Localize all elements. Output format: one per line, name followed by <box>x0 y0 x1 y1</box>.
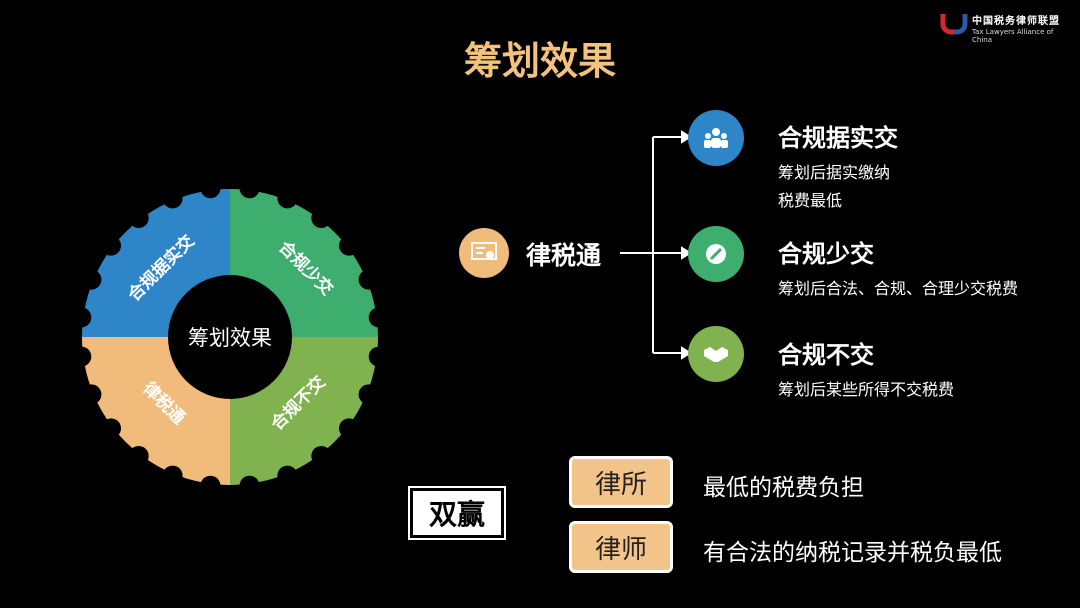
gear-notch <box>358 269 379 290</box>
connector-arrows <box>620 130 692 360</box>
page-title: 筹划效果 <box>463 39 616 83</box>
gear-notch <box>128 207 149 228</box>
option-desc: 筹划后据实缴纳 <box>778 163 891 182</box>
option-desc: 税费最低 <box>778 191 843 210</box>
firm-benefit: 最低的税费负担 <box>703 475 864 501</box>
gear-notch <box>200 178 221 199</box>
option-title: 合规不交 <box>778 341 874 369</box>
gear-center <box>168 275 292 399</box>
lawyer-benefit: 有合法的纳税记录并税负最低 <box>703 540 1002 566</box>
option-desc: 筹划后合法、合规、合理少交税费 <box>778 279 1019 298</box>
gear-notch <box>162 188 183 209</box>
source-label: 律税通 <box>526 241 602 270</box>
gear-notch <box>128 446 149 467</box>
gear-notch <box>100 418 121 439</box>
option-title: 合规少交 <box>778 240 874 268</box>
gear-notch <box>368 346 389 367</box>
tag-firm: 律所 <box>569 456 673 508</box>
gear-notch <box>358 384 379 405</box>
gear-notch <box>81 269 102 290</box>
gear-notch <box>239 178 260 199</box>
gear-notch <box>239 475 260 496</box>
gear-notch <box>277 465 298 486</box>
gear-notch <box>100 235 121 256</box>
win-label: 双赢 <box>408 486 506 540</box>
gear-notch <box>368 307 389 328</box>
gear-notch <box>71 346 92 367</box>
gear-notch <box>162 465 183 486</box>
logo-cn: 中国税务律师联盟 <box>972 16 1060 27</box>
gear-notch <box>339 418 360 439</box>
certificate-icon <box>459 228 509 278</box>
option-desc: 筹划后某些所得不交税费 <box>778 380 955 399</box>
tag-lawyer: 律师 <box>569 521 673 573</box>
gear-center-label: 筹划效果 <box>188 326 272 350</box>
logo-icon <box>940 14 968 35</box>
logo: 中国税务律师联盟 Tax Lawyers Alliance of China <box>940 10 1075 44</box>
option-title: 合规据实交 <box>778 124 898 152</box>
gear-notch <box>277 188 298 209</box>
gear-diagram: 筹划效果 合规据实交 合规少交 合规不交 律税通 <box>71 178 389 496</box>
handshake-icon <box>688 326 744 382</box>
option-3: 合规不交 筹划后某些所得不交税费 <box>778 335 954 404</box>
gear-notch <box>339 235 360 256</box>
logo-en: Tax Lawyers Alliance of China <box>972 28 1054 44</box>
gear-notch <box>311 207 332 228</box>
gear-notch <box>200 475 221 496</box>
gear-notch <box>71 307 92 328</box>
option-1: 合规据实交 筹划后据实缴纳 税费最低 <box>778 118 898 215</box>
team-icon <box>688 110 744 166</box>
gear-notch <box>81 384 102 405</box>
gear-notch <box>311 446 332 467</box>
option-2: 合规少交 筹划后合法、合规、合理少交税费 <box>778 234 1018 303</box>
pencil-icon <box>688 226 744 282</box>
